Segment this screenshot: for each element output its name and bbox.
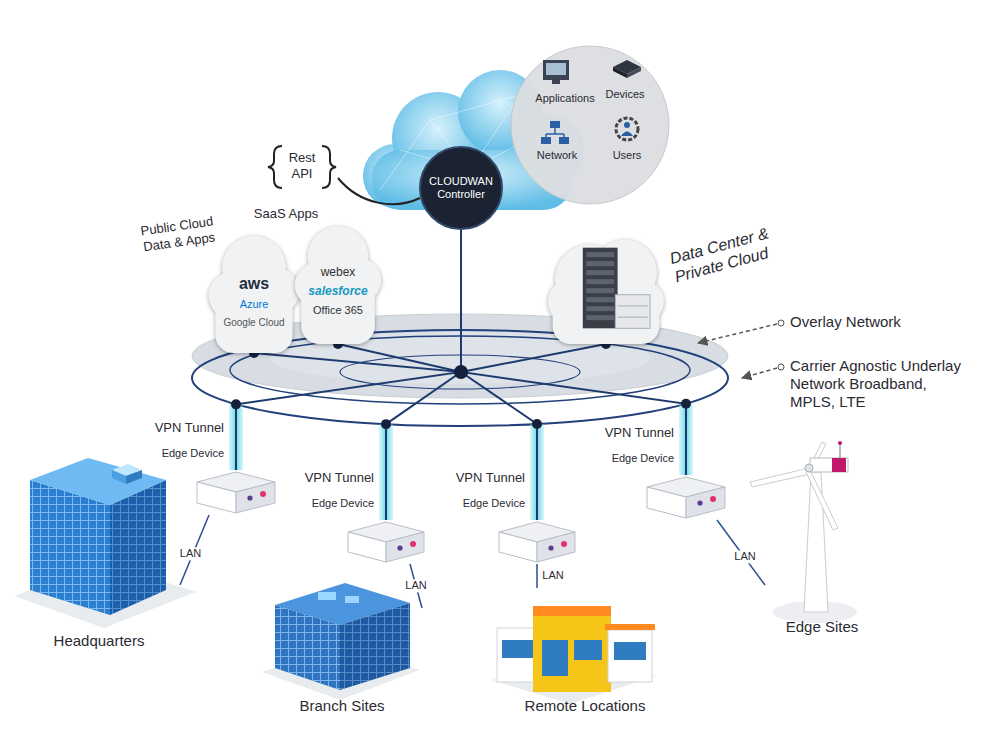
link-label: LAN xyxy=(178,547,203,560)
junction-dot xyxy=(681,399,691,409)
cloud-node: SaaS AppswebexsalesforceOffice 365 xyxy=(298,226,378,344)
cloud-node: Data Center & Private Cloud xyxy=(548,232,664,344)
dev-shape xyxy=(346,520,426,564)
edge-device-text: Edge Device xyxy=(312,497,374,510)
cloud-node-text: Public Cloud Data & Apps xyxy=(133,213,223,256)
link-label: LAN xyxy=(540,569,565,582)
api-brace xyxy=(268,146,420,204)
callout-arrow xyxy=(742,368,777,378)
callout-dot xyxy=(778,320,784,326)
edge-device: VPN TunnelEdge Device xyxy=(195,470,277,515)
headquarters-building xyxy=(14,458,196,628)
api-label: Rest API xyxy=(280,150,324,181)
edge-device-text: Edge Device xyxy=(463,497,525,510)
site-shape xyxy=(262,578,422,716)
junction-dot xyxy=(532,419,542,429)
lan-link xyxy=(717,520,765,585)
edge-device: VPN TunnelEdge Device xyxy=(346,520,426,564)
edge-device-text: VPN Tunnel xyxy=(456,470,525,486)
controller-circle: CLOUDWAN Controller xyxy=(419,146,503,230)
junction-dot xyxy=(231,399,241,409)
cloud-node-text: Google Cloud xyxy=(223,317,284,329)
callout-arrow xyxy=(698,324,777,343)
edge-device-text: VPN Tunnel xyxy=(155,420,224,436)
remote-building xyxy=(492,606,656,704)
site-node: Edge Sites xyxy=(765,440,875,636)
cloud-node: Public Cloud Data & AppsawsAzureGoogle C… xyxy=(212,238,296,353)
cloud-node-text: Office 365 xyxy=(313,304,363,317)
cloud-node-text: aws xyxy=(239,274,269,293)
cloud-node-text: SaaS Apps xyxy=(254,206,318,222)
network-link xyxy=(461,230,686,475)
site-node-text: Headquarters xyxy=(54,632,145,650)
junction-dot xyxy=(454,365,468,379)
callout-label: Carrier Agnostic Underlay Network Broadb… xyxy=(790,357,968,411)
link-label: LAN xyxy=(403,579,428,592)
dev-shape xyxy=(497,520,577,564)
site-node: Headquarters xyxy=(18,455,180,653)
cloud-node-text: salesforce xyxy=(308,284,367,298)
site-shape xyxy=(18,455,180,653)
windmill xyxy=(750,441,857,623)
topology-circle-text: Devices xyxy=(605,88,644,101)
cloud-node-text: Data Center & Private Cloud xyxy=(668,217,799,286)
controller-circle-text: CLOUDWAN Controller xyxy=(425,175,497,201)
dev-shape xyxy=(645,475,727,520)
site-node: Remote Locations xyxy=(485,588,665,716)
edge-device: VPN TunnelEdge Device xyxy=(645,475,727,520)
dev-shape xyxy=(195,470,277,515)
link-label: LAN xyxy=(732,550,757,563)
site-shape xyxy=(485,588,665,716)
lan-link xyxy=(536,564,538,588)
cloud-shape xyxy=(212,238,296,353)
cloud-node-text: Azure xyxy=(240,298,269,311)
edge-device-text: Edge Device xyxy=(162,447,224,460)
topo-shape xyxy=(510,45,670,205)
callout-label: Overlay Network xyxy=(790,313,901,331)
cloud-shape xyxy=(295,226,381,344)
edge-device-text: Edge Device xyxy=(612,452,674,465)
topology-circle-text: Applications xyxy=(535,92,594,105)
site-node-text: Edge Sites xyxy=(786,618,859,636)
cloud-node-text: webex xyxy=(321,265,356,279)
site-node-text: Branch Sites xyxy=(299,697,384,715)
vpn-tunnels xyxy=(229,404,693,520)
cloud-shape xyxy=(548,240,664,344)
callout-dot xyxy=(778,364,784,370)
edge-device-text: VPN Tunnel xyxy=(305,470,374,486)
edge-device: VPN TunnelEdge Device xyxy=(497,520,577,564)
topology-circle-text: Network xyxy=(537,149,577,162)
junction-dot xyxy=(381,419,391,429)
site-node-text: Remote Locations xyxy=(525,697,646,715)
topology-circle-text: Users xyxy=(613,149,642,162)
dc-shape xyxy=(548,232,664,344)
branch-building xyxy=(262,583,420,700)
network-link xyxy=(386,230,461,520)
site-shape xyxy=(765,440,875,636)
edge-device-text: VPN Tunnel xyxy=(605,425,674,441)
site-node: Branch Sites xyxy=(262,578,422,716)
cloud-shape xyxy=(209,236,300,353)
topology-circle: Applications DevicesNetwork Users xyxy=(510,45,670,205)
